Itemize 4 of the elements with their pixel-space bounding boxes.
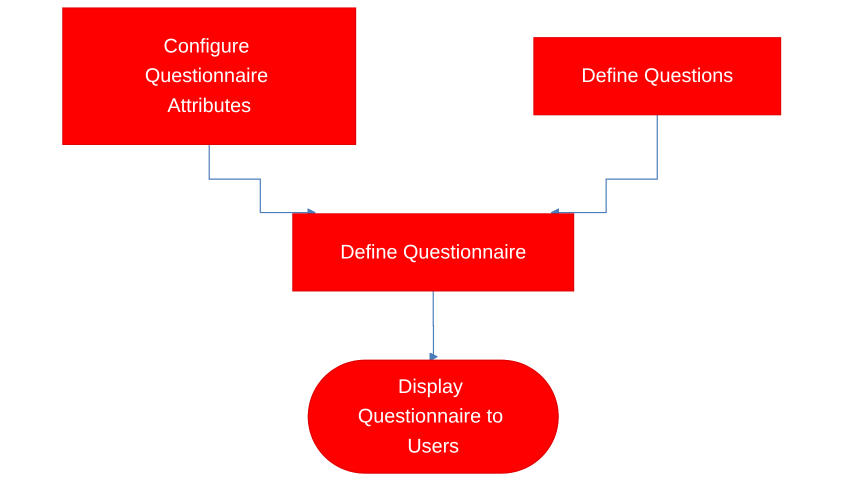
node-box: Configure Questionnaire Attributes	[62, 7, 356, 145]
node-box: Define Questions	[533, 37, 781, 116]
node-box: Define Questionnaire	[292, 213, 574, 292]
arrow	[429, 290, 438, 362]
